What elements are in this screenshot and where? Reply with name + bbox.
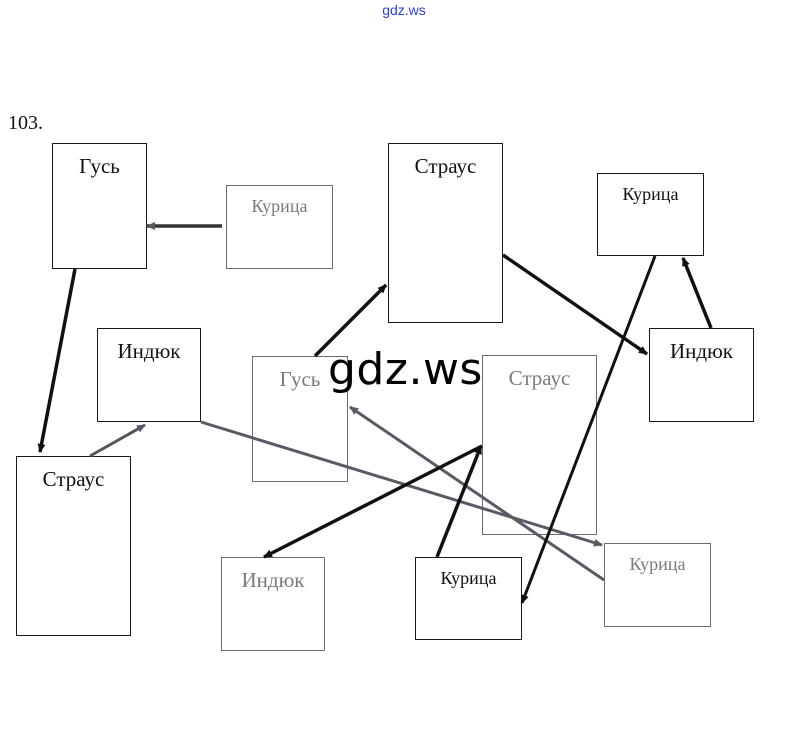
node-label: Страус (414, 154, 477, 178)
arrow-kurica4-straus2 (435, 445, 483, 558)
watermark-top: gdz.ws (382, 2, 426, 18)
node-straus-2: Страус (482, 355, 597, 535)
node-straus-3: Страус (16, 456, 131, 636)
node-kurica-2: Курица (597, 173, 704, 256)
node-kurica-1: Курица (226, 185, 333, 269)
node-gus-1: Гусь (52, 143, 147, 269)
arrow-gus2-straus1 (313, 283, 388, 358)
node-label: Курица (251, 196, 308, 216)
node-label: Индюк (117, 339, 181, 363)
exercise-number: 103. (8, 112, 43, 134)
node-label: Курица (629, 554, 686, 574)
arrow-kurica2-kurica4 (520, 255, 657, 604)
node-kurica-3: Курица (604, 543, 711, 627)
node-indyuk-3: Индюк (221, 557, 325, 651)
node-label: Курица (440, 568, 497, 588)
arrow-indyuk2-kurica2 (681, 257, 713, 329)
arrow-straus1-indyuk2 (502, 253, 648, 356)
arrow-indyuk1-kurica3 (200, 420, 603, 547)
node-label: Индюк (241, 568, 305, 592)
node-label: Страус (508, 366, 571, 390)
node-straus-1: Страус (388, 143, 503, 323)
arrow-gus1-straus3 (37, 268, 77, 453)
node-label: Страус (42, 467, 105, 491)
node-label: Индюк (670, 339, 733, 363)
node-indyuk-1: Индюк (97, 328, 201, 422)
watermark-center: gdz.ws (328, 344, 483, 395)
node-label: Гусь (279, 367, 321, 391)
node-label: Гусь (79, 154, 120, 178)
arrow-straus2-indyuk3 (263, 444, 483, 559)
arrow-straus3-indyuk1 (89, 423, 146, 458)
node-indyuk-2: Индюк (649, 328, 754, 422)
arrow-kurica3-gus2 (349, 405, 605, 582)
node-label: Курица (622, 184, 679, 204)
